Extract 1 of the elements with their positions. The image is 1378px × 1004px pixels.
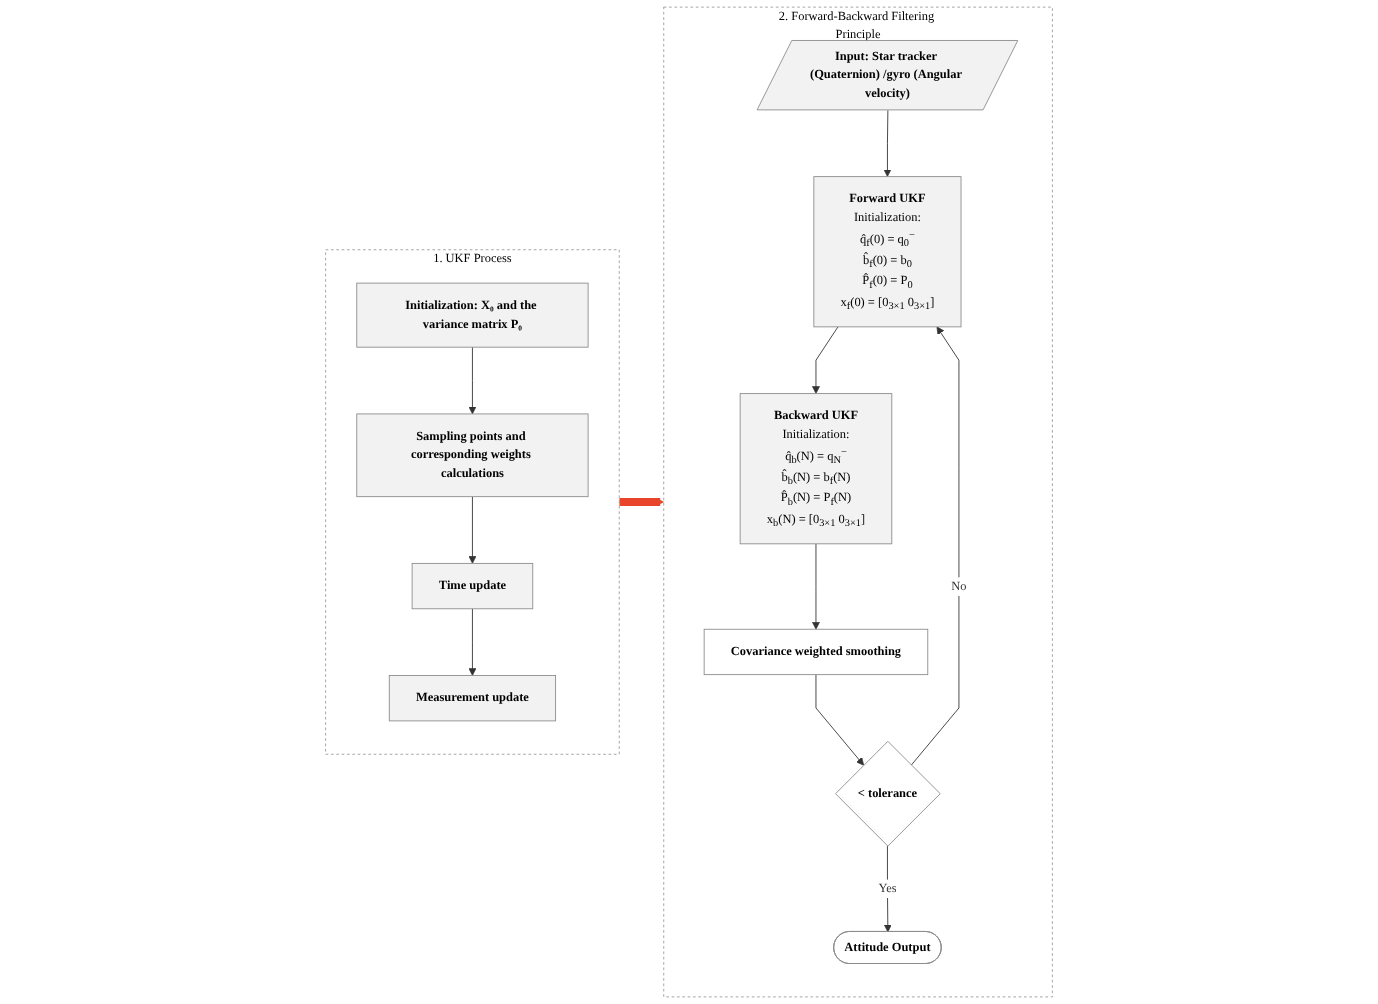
- arrow: [619, 498, 665, 506]
